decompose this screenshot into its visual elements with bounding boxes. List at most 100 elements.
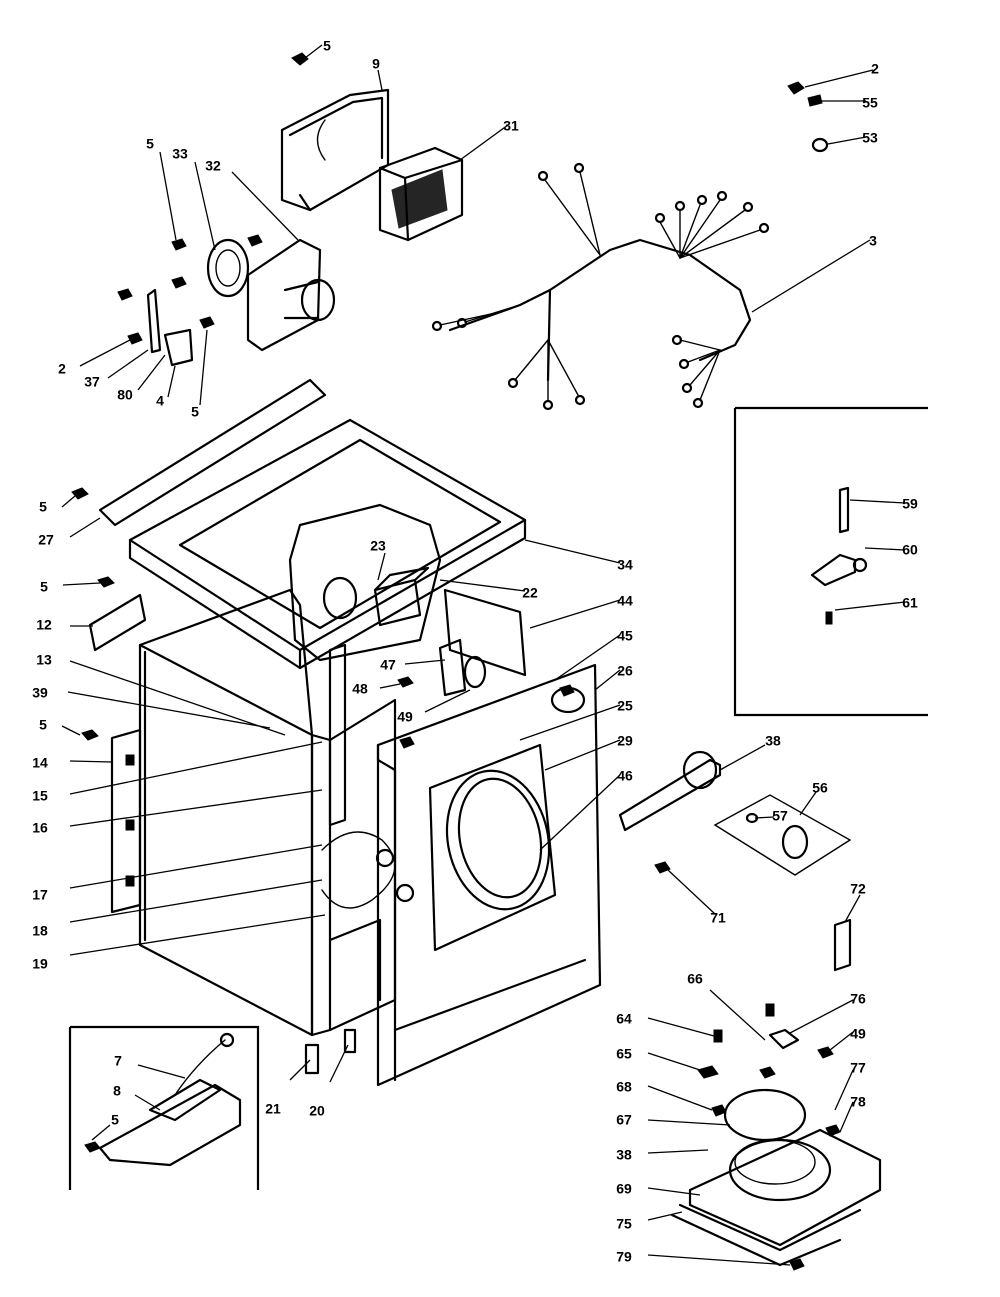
callout-leader-line	[789, 999, 854, 1034]
part-number-callout: 5	[39, 499, 47, 515]
small-fasteners-topright	[787, 81, 829, 153]
part-number-callout: 2	[871, 61, 879, 77]
callout-leader-line	[647, 1052, 701, 1071]
part-number-callout: 13	[36, 652, 52, 668]
callout-leader-line	[61, 725, 81, 736]
callout-leader-line	[667, 869, 716, 915]
part-number-callout: 71	[710, 910, 726, 926]
callout-leader-line	[834, 601, 906, 611]
callout-leader-line	[377, 552, 386, 581]
callout-leader-line	[751, 239, 871, 313]
callout-leader-line	[834, 1069, 854, 1111]
part-number-callout: 29	[617, 733, 633, 749]
cord-clamp-part	[304, 1028, 357, 1075]
callout-leader-line	[91, 1124, 111, 1141]
cabinet-top-part	[128, 418, 527, 670]
callout-leader-line	[459, 124, 509, 161]
callout-leader-line	[304, 44, 323, 59]
callout-leader-line	[79, 339, 131, 367]
part-number-callout: 2	[58, 361, 66, 377]
part-number-callout: 5	[191, 404, 199, 420]
callout-leader-line	[524, 539, 621, 564]
part-number-callout: 33	[172, 146, 188, 162]
part-number-callout: 64	[616, 1011, 632, 1027]
callout-leader-line	[754, 816, 775, 819]
callout-leader-line	[377, 69, 383, 91]
part-number-callout: 21	[265, 1101, 281, 1117]
part-number-callout: 37	[84, 374, 100, 390]
door-hinge-part	[618, 750, 722, 874]
part-number-callout: 44	[617, 593, 633, 609]
inset-box-left	[68, 1025, 260, 1190]
callout-leader-line	[544, 739, 621, 771]
callout-leader-line	[379, 683, 401, 689]
callout-leader-line	[231, 171, 299, 241]
part-number-callout: 68	[616, 1079, 632, 1095]
callout-leader-line	[844, 894, 861, 923]
callout-leader-line	[647, 1017, 715, 1037]
part-number-callout: 16	[32, 820, 48, 836]
part-number-callout: 8	[113, 1083, 121, 1099]
part-number-callout: 38	[616, 1147, 632, 1163]
callout-leader-line	[137, 354, 166, 391]
top-bracket-part	[280, 88, 390, 212]
wire-harness-part	[431, 162, 770, 411]
thermostat-bracket-part	[127, 288, 194, 367]
part-number-callout: 4	[156, 393, 164, 409]
part-number-callout: 5	[146, 136, 154, 152]
callout-leader-line	[69, 879, 323, 923]
inset-box-right	[733, 406, 928, 717]
callout-leader-line	[839, 1101, 854, 1133]
part-number-callout: 61	[902, 595, 918, 611]
part-number-callout: 55	[862, 95, 878, 111]
part-number-callout: 53	[862, 130, 878, 146]
part-number-callout: 14	[32, 755, 48, 771]
fan-housing-part	[117, 234, 336, 352]
part-number-callout: 23	[370, 538, 386, 554]
part-number-callout: 80	[117, 387, 133, 403]
callout-leader-line	[199, 329, 208, 406]
part-number-callout: 78	[850, 1094, 866, 1110]
top-screw-part	[291, 52, 309, 66]
part-number-callout: 66	[687, 971, 703, 987]
part-number-callout: 49	[397, 709, 413, 725]
part-number-callout: 5	[40, 579, 48, 595]
part-number-callout: 27	[38, 532, 54, 548]
callout-leader-line	[194, 161, 216, 251]
part-number-callout: 48	[352, 681, 368, 697]
callout-leader-line	[69, 914, 326, 956]
callout-leader-lines	[61, 44, 906, 1266]
part-number-callout: 19	[32, 956, 48, 972]
part-number-callout: 49	[850, 1026, 866, 1042]
callout-leader-line	[159, 151, 177, 241]
cabinet-rear-part	[397, 588, 527, 697]
callout-leader-line	[69, 741, 323, 795]
callout-leader-line	[134, 1094, 161, 1111]
part-number-callout: 75	[616, 1216, 632, 1232]
callout-leader-line	[137, 1064, 186, 1079]
front-panel-part	[376, 663, 602, 1087]
callout-leader-line	[69, 760, 113, 763]
part-number-callout: 5	[39, 717, 47, 733]
part-number-callout: 69	[616, 1181, 632, 1197]
part-number-callout: 67	[616, 1112, 632, 1128]
control-module-part	[378, 146, 464, 242]
callout-leader-line	[804, 69, 874, 88]
callout-leader-line	[529, 599, 621, 629]
part-number-callout: 38	[765, 733, 781, 749]
part-number-callout: 17	[32, 887, 48, 903]
callout-leader-line	[439, 579, 526, 592]
part-number-callout: 5	[111, 1112, 119, 1128]
callout-leader-line	[61, 495, 76, 508]
part-number-callout: 72	[850, 881, 866, 897]
part-number-callout: 22	[522, 585, 538, 601]
callout-leader-line	[647, 1254, 791, 1266]
part-number-callout: 20	[309, 1103, 325, 1119]
callout-leader-line	[827, 136, 867, 145]
part-number-callout: 46	[617, 768, 633, 784]
part-number-callout: 56	[812, 780, 828, 796]
part-number-callout: 59	[902, 496, 918, 512]
part-number-callout: 77	[850, 1060, 866, 1076]
callout-leader-line	[709, 989, 766, 1041]
